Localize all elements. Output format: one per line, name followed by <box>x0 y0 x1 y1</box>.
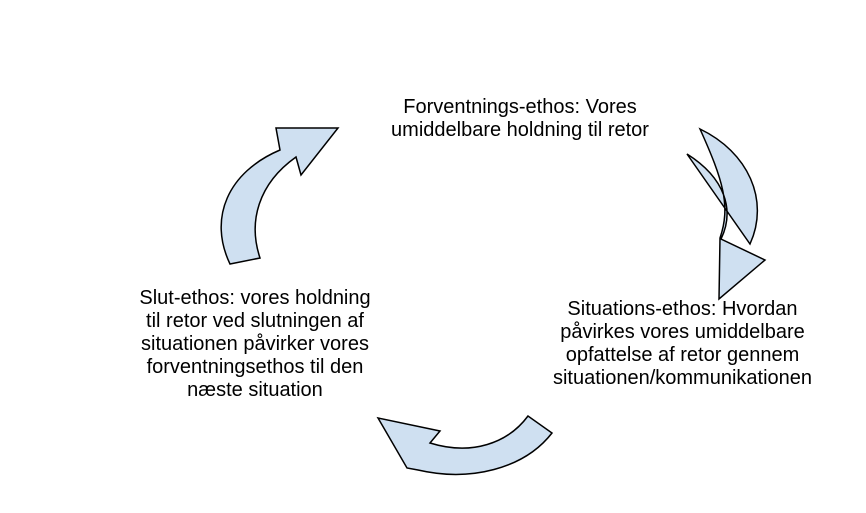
cycle-arrow-forventning-to-situation <box>686 127 767 301</box>
node-label-situations-ethos: Situations-ethos: Hvordan påvirkes vores… <box>552 298 813 389</box>
cycle-arrow-situation-to-slut <box>376 414 554 476</box>
cycle-arrow-slut-to-forventning <box>220 127 340 265</box>
node-label-slut-ethos: Slut-ethos: vores holdning til retor ved… <box>139 287 371 401</box>
node-label-forventnings-ethos: Forventnings-ethos: Vores umiddelbare ho… <box>391 96 649 141</box>
